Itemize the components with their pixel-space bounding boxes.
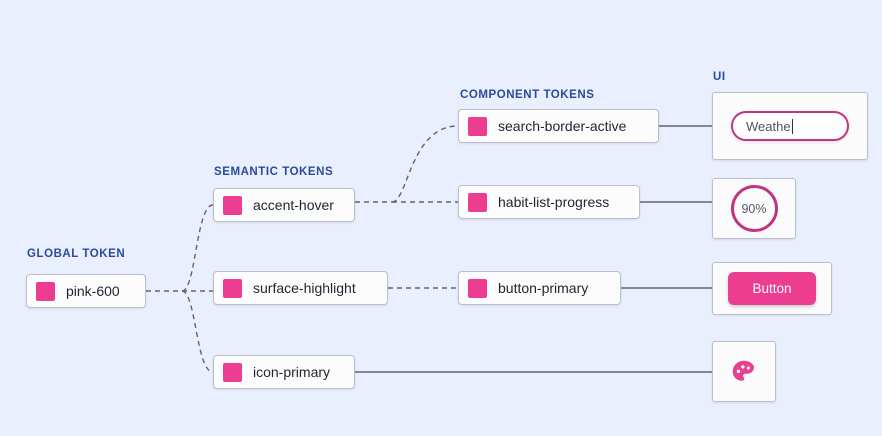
token-name: icon-primary bbox=[253, 364, 331, 380]
color-swatch-icon bbox=[36, 281, 55, 301]
column-heading-ui: UI bbox=[713, 71, 726, 83]
token-name: button-primary bbox=[498, 280, 589, 296]
token-chip-pink-600[interactable]: pink-600 bbox=[26, 274, 146, 308]
token-name: search-border-active bbox=[498, 118, 627, 134]
column-heading-semantic-tokens: SEMANTIC TOKENS bbox=[214, 166, 334, 178]
token-chip-habit-list-progress[interactable]: habit-list-progress bbox=[458, 185, 640, 219]
token-chip-search-border-active[interactable]: search-border-active bbox=[458, 109, 659, 143]
ui-preview-icon-card bbox=[712, 341, 776, 402]
wire-accent-hover-search-border-active bbox=[391, 125, 459, 203]
token-chip-surface-highlight[interactable]: surface-highlight bbox=[213, 271, 388, 305]
token-chip-icon-primary[interactable]: icon-primary bbox=[213, 355, 355, 389]
color-swatch-icon bbox=[223, 362, 242, 382]
color-swatch-icon bbox=[223, 195, 242, 215]
color-swatch-icon bbox=[468, 116, 487, 136]
column-heading-global-token: GLOBAL TOKEN bbox=[27, 248, 126, 260]
color-swatch-icon bbox=[223, 278, 242, 298]
search-input[interactable]: Weathe bbox=[731, 111, 849, 141]
ui-preview-progress-card: 90% bbox=[712, 178, 796, 239]
primary-button[interactable]: Button bbox=[728, 272, 816, 305]
token-name: surface-highlight bbox=[253, 280, 356, 296]
progress-ring: 90% bbox=[730, 185, 778, 232]
text-caret bbox=[791, 118, 793, 134]
color-swatch-icon bbox=[468, 192, 487, 212]
token-name: pink-600 bbox=[66, 283, 120, 299]
search-input-value: Weathe bbox=[746, 118, 791, 134]
column-heading-component-tokens: COMPONENT TOKENS bbox=[460, 89, 595, 101]
progress-value: 90% bbox=[741, 201, 767, 216]
token-chip-accent-hover[interactable]: accent-hover bbox=[213, 188, 355, 222]
token-name: habit-list-progress bbox=[498, 194, 610, 210]
wire-hub-accent-hover bbox=[181, 204, 214, 292]
ui-preview-search-card: Weathe bbox=[712, 92, 868, 160]
color-swatch-icon bbox=[468, 278, 487, 298]
palette-icon bbox=[727, 355, 761, 389]
token-name: accent-hover bbox=[253, 197, 334, 213]
wire-hub-icon-primary bbox=[181, 290, 214, 373]
ui-preview-button-card: Button bbox=[712, 262, 832, 315]
token-chip-button-primary[interactable]: button-primary bbox=[458, 271, 621, 305]
